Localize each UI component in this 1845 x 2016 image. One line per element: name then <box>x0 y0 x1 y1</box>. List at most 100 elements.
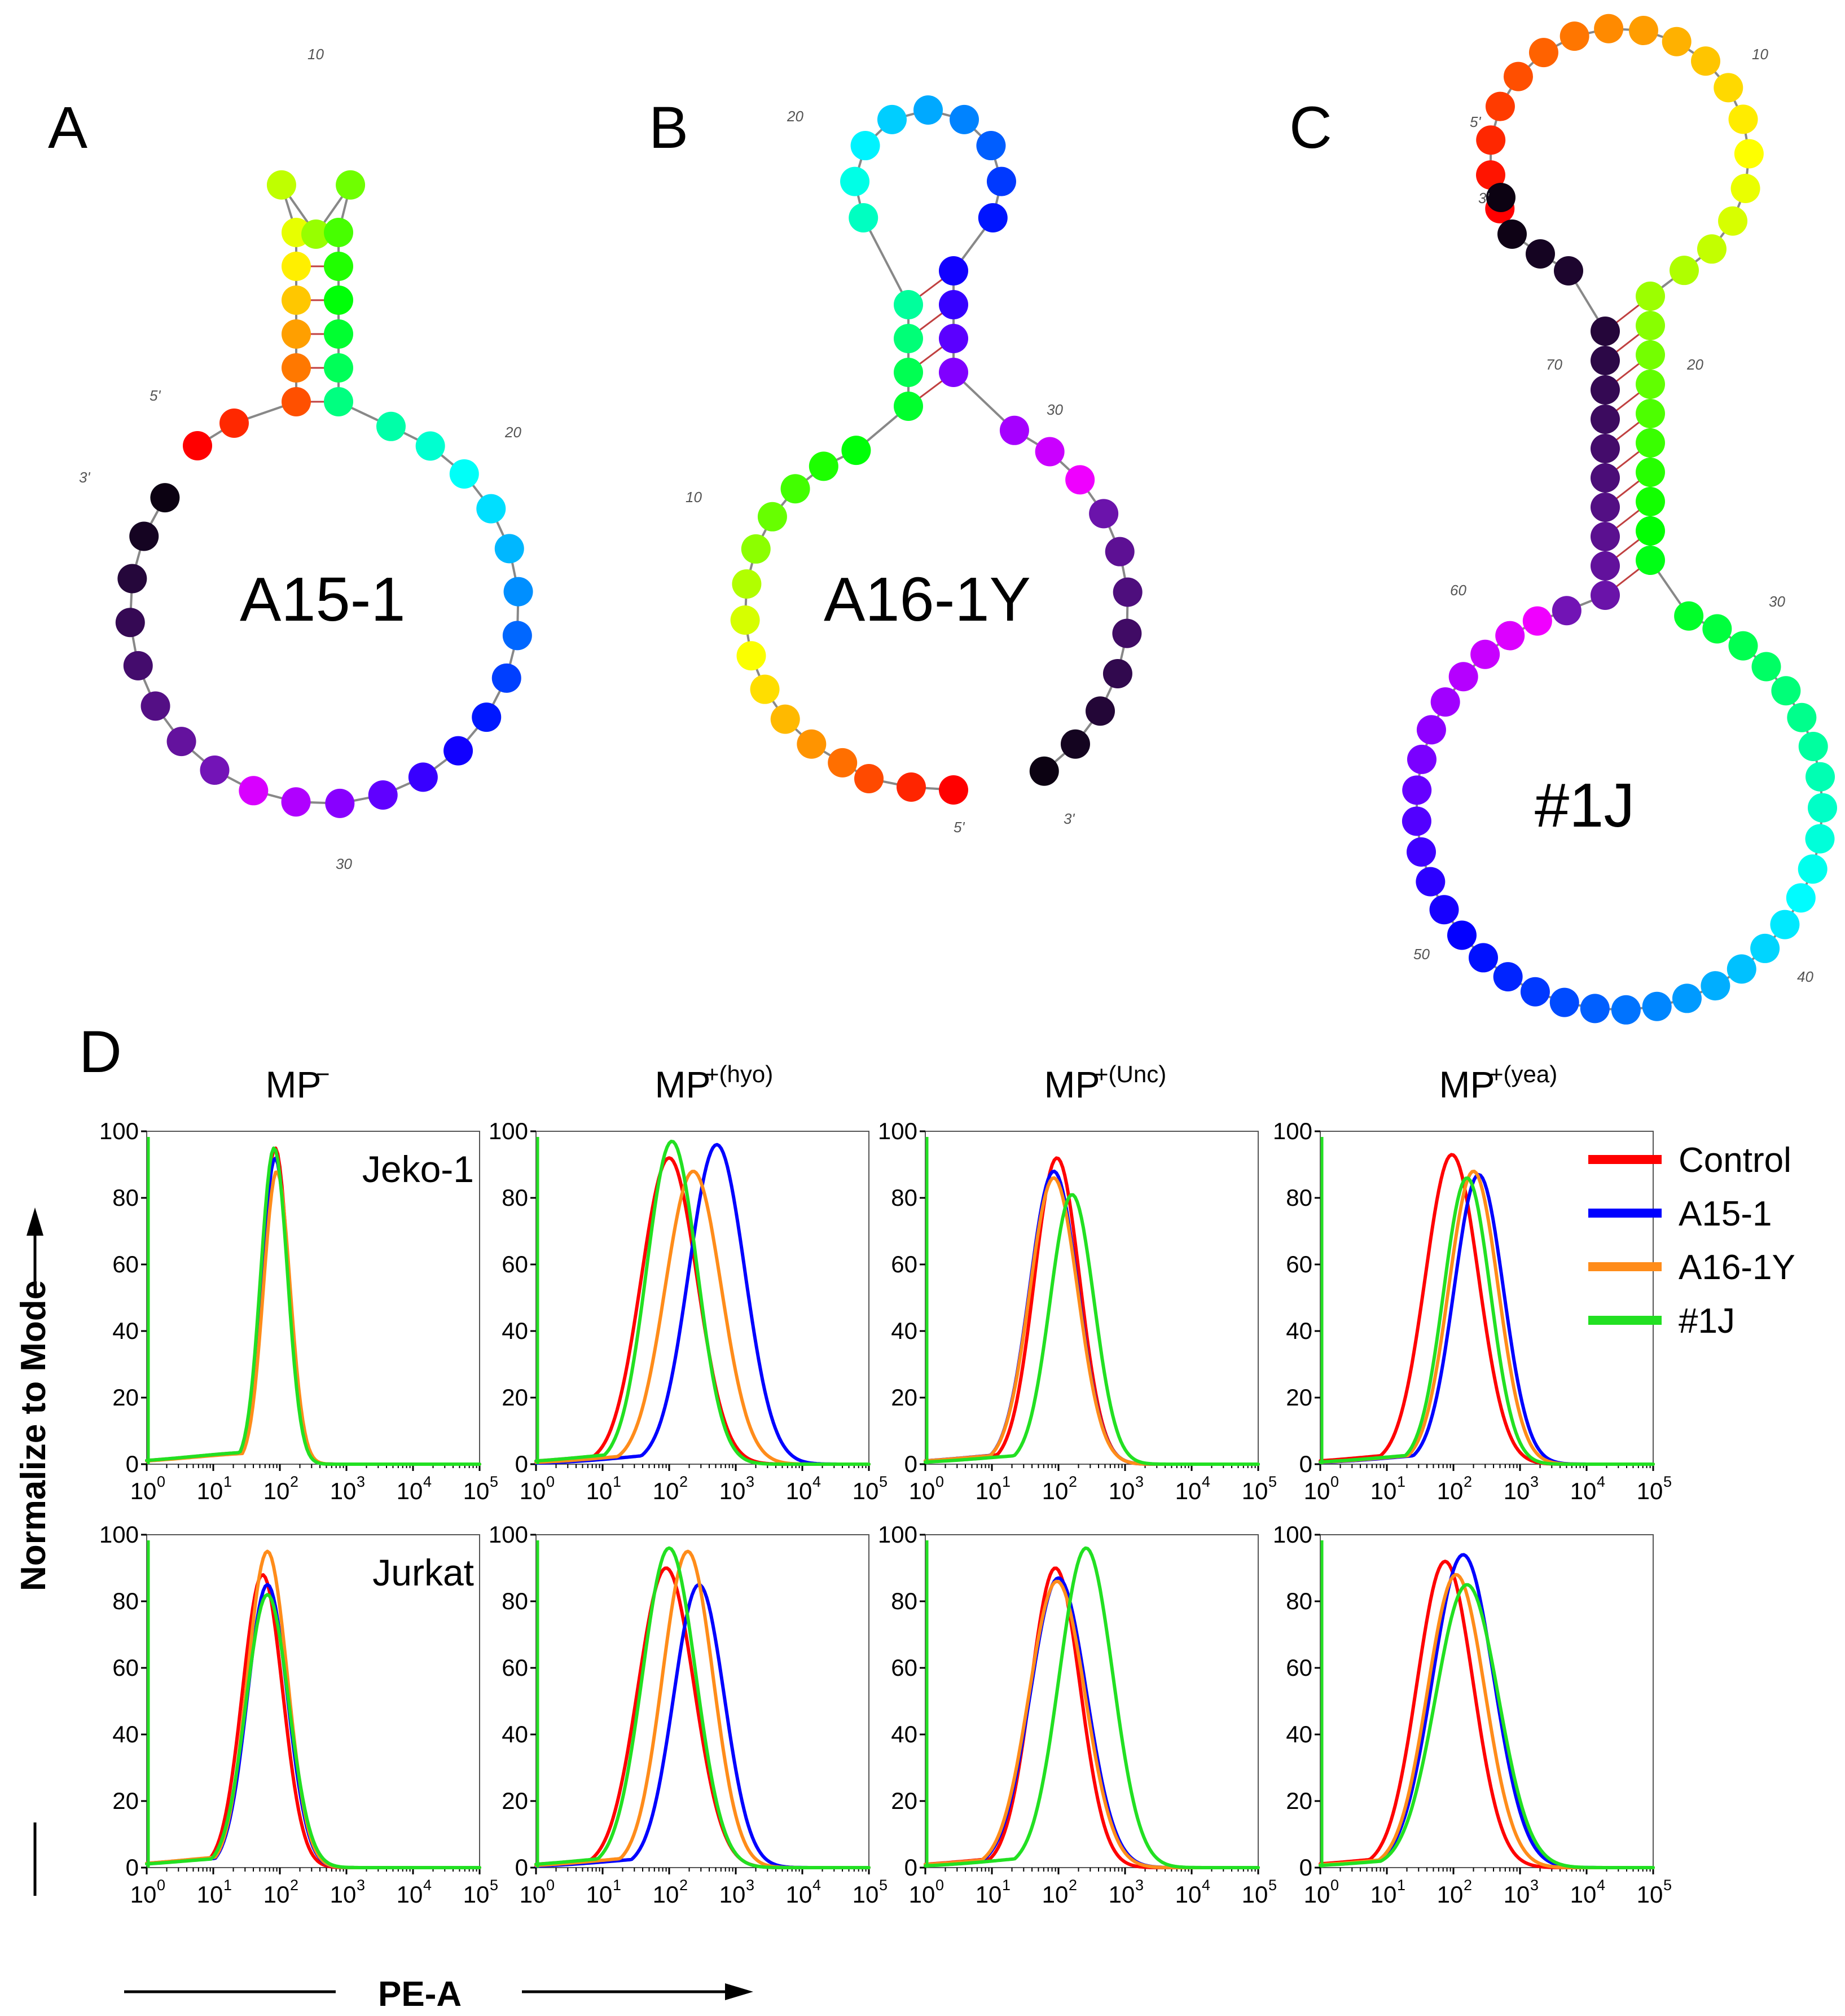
histogram-series-j1 <box>534 1139 871 1466</box>
x-tick-label: 10 <box>786 1478 812 1504</box>
nucleotide <box>1105 537 1135 566</box>
nucleotide <box>1728 104 1758 134</box>
x-tick-label: 10 <box>1637 1881 1663 1908</box>
nucleotide <box>1495 621 1525 651</box>
nucleotide <box>1672 983 1702 1013</box>
nucleotide <box>1662 27 1692 56</box>
position-label: 30 <box>1769 593 1785 610</box>
nucleotide <box>1591 463 1620 493</box>
condition-title: MP <box>655 1064 711 1105</box>
nucleotide <box>757 502 787 532</box>
nucleotide <box>1448 662 1478 692</box>
histogram-series-a15_1 <box>924 1169 1260 1466</box>
nucleotide <box>1526 239 1555 269</box>
y-tick-label: 60 <box>112 1654 139 1681</box>
nucleotide <box>166 727 196 757</box>
y-tick-label: 100 <box>489 1521 528 1548</box>
x-tick-label: 10 <box>719 1478 746 1504</box>
nucleotide <box>1520 977 1550 1007</box>
nucleotide <box>376 411 406 441</box>
x-tick-exponent: 3 <box>357 1473 365 1490</box>
legend-label: A15-1 <box>1679 1194 1772 1233</box>
x-tick-exponent: 1 <box>223 1877 232 1894</box>
x-tick-exponent: 3 <box>1135 1877 1144 1894</box>
x-tick-exponent: 1 <box>1002 1877 1011 1894</box>
x-tick-exponent: 4 <box>1597 1473 1605 1490</box>
backbone <box>744 108 1129 791</box>
nucleotide <box>1591 346 1620 375</box>
x-tick-label: 10 <box>397 1478 423 1504</box>
nucleotide <box>939 775 968 805</box>
nucleotide <box>282 319 311 349</box>
nucleotide <box>854 764 884 793</box>
nucleotide <box>750 674 780 704</box>
nucleotide <box>1429 895 1459 925</box>
x-tick-exponent: 5 <box>1268 1473 1277 1490</box>
x-tick-exponent: 4 <box>812 1473 821 1490</box>
nucleotide <box>1730 174 1760 204</box>
position-label: 70 <box>1546 356 1562 373</box>
nucleotide <box>219 409 249 438</box>
histogram-series-a16_1y <box>924 1176 1260 1466</box>
x-tick-label: 10 <box>1570 1478 1597 1504</box>
nucleotide <box>1787 702 1817 732</box>
y-tick-label: 0 <box>904 1451 917 1477</box>
x-tick-label: 10 <box>1304 1478 1330 1504</box>
x-tick-label: 10 <box>397 1881 423 1908</box>
y-tick-label: 60 <box>891 1251 917 1277</box>
backbone <box>129 184 520 805</box>
y-tick-label: 80 <box>112 1184 139 1211</box>
histogram-series-control <box>1319 1560 1655 1869</box>
nucleotide <box>281 787 311 817</box>
x-tick-label: 10 <box>1637 1478 1663 1504</box>
nucleotide <box>282 387 311 416</box>
nucleotide <box>1416 867 1446 897</box>
nucleotide <box>850 131 880 161</box>
nucleotide <box>1636 546 1665 575</box>
nucleotide <box>1486 183 1515 212</box>
nucleotide <box>1060 729 1090 759</box>
y-tick-label: 40 <box>112 1317 139 1344</box>
y-tick-label: 100 <box>489 1118 528 1144</box>
x-tick-label: 10 <box>653 1881 679 1908</box>
y-tick-label: 80 <box>502 1184 528 1211</box>
x-tick-label: 10 <box>330 1478 357 1504</box>
nucleotide <box>1402 775 1432 805</box>
position-label: 50 <box>1413 946 1430 963</box>
nucleotide <box>741 534 771 564</box>
nucleotide <box>1636 516 1665 546</box>
nucleotide <box>415 431 445 461</box>
nucleotide <box>877 104 907 134</box>
position-label: 10 <box>686 489 702 506</box>
x-tick-label: 10 <box>197 1478 223 1504</box>
x-tick-exponent: 0 <box>935 1877 944 1894</box>
nucleotide <box>1591 522 1620 551</box>
x-tick-label: 10 <box>520 1478 546 1504</box>
histogram-series-a15_1 <box>145 1583 481 1869</box>
x-tick-label: 10 <box>330 1881 357 1908</box>
nucleotide <box>1636 370 1665 399</box>
y-tick-label: 60 <box>502 1251 528 1277</box>
condition-superscript: +(yea) <box>1490 1061 1557 1087</box>
position-label: 3' <box>1478 190 1490 207</box>
nucleotide <box>1718 206 1748 236</box>
nucleotide <box>1113 577 1143 607</box>
nucleotide <box>476 494 506 524</box>
position-label: 20 <box>787 108 803 125</box>
legend-label: Control <box>1679 1141 1791 1180</box>
plot-frame <box>925 1131 1259 1465</box>
x-tick-label: 10 <box>130 1478 157 1504</box>
position-label: 30 <box>336 855 352 872</box>
nucleotide <box>1102 658 1132 688</box>
x-tick-exponent: 0 <box>157 1473 165 1490</box>
nucleotide <box>1591 317 1620 346</box>
nucleotide <box>324 387 353 416</box>
condition-superscript: +(Unc) <box>1095 1061 1166 1087</box>
nucleotide <box>999 415 1029 445</box>
nucleotide <box>986 166 1016 196</box>
nucleotide <box>1591 551 1620 581</box>
condition-superscript: +(hyo) <box>705 1061 773 1087</box>
x-tick-label: 10 <box>1242 1478 1268 1504</box>
y-axis-arrow-head <box>27 1207 43 1236</box>
x-tick-exponent: 2 <box>1464 1877 1472 1894</box>
